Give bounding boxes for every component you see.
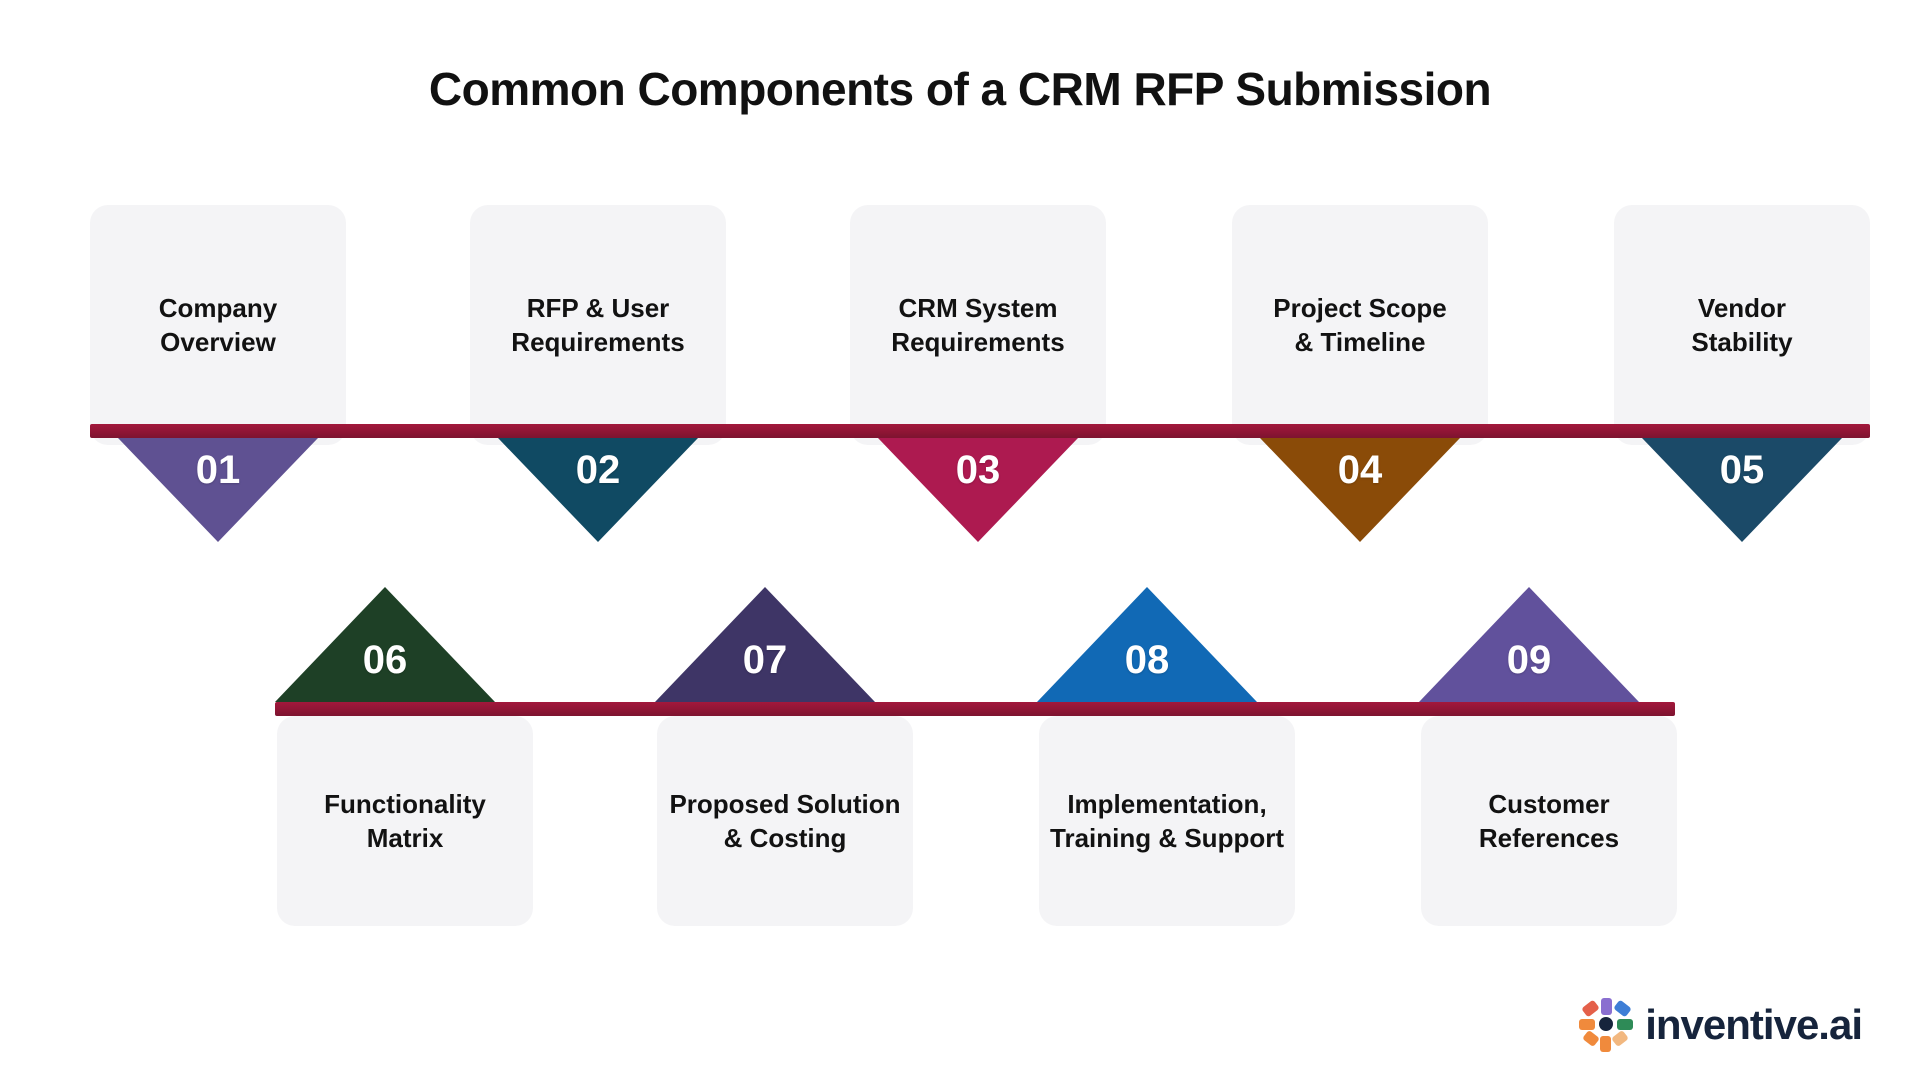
step-marker-04	[1260, 438, 1460, 542]
step-card-01-line2: Overview	[160, 327, 276, 357]
step-marker-02	[498, 438, 698, 542]
step-card-02: RFP & User Requirements	[470, 205, 726, 445]
step-marker-07	[655, 587, 875, 702]
step-card-02-line2: Requirements	[511, 327, 685, 357]
step-card-03: CRM System Requirements	[850, 205, 1106, 445]
step-card-03-line2: Requirements	[891, 327, 1065, 357]
step-card-09-line1: Customer	[1488, 788, 1610, 819]
step-card-02-line1: RFP & User	[526, 292, 670, 323]
step-marker-08	[1037, 587, 1257, 702]
row-top: Company Overview RFP & User Requirements…	[0, 205, 1920, 445]
pinwheel-bubbles-icon	[1579, 998, 1634, 1052]
step-card-05-line1: Vendor	[1697, 292, 1787, 323]
step-card-06-line1: Functionality	[324, 788, 486, 819]
step-marker-06	[275, 587, 495, 702]
step-card-09-line2: References	[1478, 823, 1620, 853]
logo-wordmark: inventive.ai	[1645, 1001, 1863, 1048]
step-card-08-line2: Training & Support	[1050, 823, 1284, 853]
timeline-rail-bottom	[275, 702, 1675, 716]
brand-logo: inventive.ai	[1579, 998, 1863, 1052]
step-card-01: Company Overview	[90, 205, 346, 445]
step-card-05-line2: Stability	[1691, 327, 1793, 357]
page-title: Common Components of a CRM RFP Submissio…	[428, 63, 1492, 115]
step-card-07: Proposed Solution & Costing	[657, 716, 913, 926]
timeline-rail-top	[90, 424, 1870, 438]
step-marker-03	[878, 438, 1078, 542]
step-card-07-line2: & Costing	[723, 823, 847, 853]
step-card-04-line2: & Timeline	[1294, 327, 1426, 357]
step-card-06-line2: Matrix	[366, 823, 444, 853]
step-card-05: Vendor Stability	[1614, 205, 1870, 445]
step-card-06: Functionality Matrix	[277, 716, 533, 926]
step-card-08-line1: Implementation,	[1067, 788, 1267, 819]
step-card-01-line1: Company	[158, 292, 278, 323]
step-card-07-line1: Proposed Solution	[669, 788, 901, 819]
step-card-04-line1: Project Scope	[1273, 292, 1447, 323]
step-marker-01	[118, 438, 318, 542]
step-card-04: Project Scope & Timeline	[1232, 205, 1488, 445]
step-card-03-line1: CRM System	[898, 292, 1058, 323]
step-card-08: Implementation, Training & Support	[1039, 716, 1295, 926]
step-card-09: Customer References	[1421, 716, 1677, 926]
step-marker-09	[1419, 587, 1639, 702]
step-marker-05	[1642, 438, 1842, 542]
